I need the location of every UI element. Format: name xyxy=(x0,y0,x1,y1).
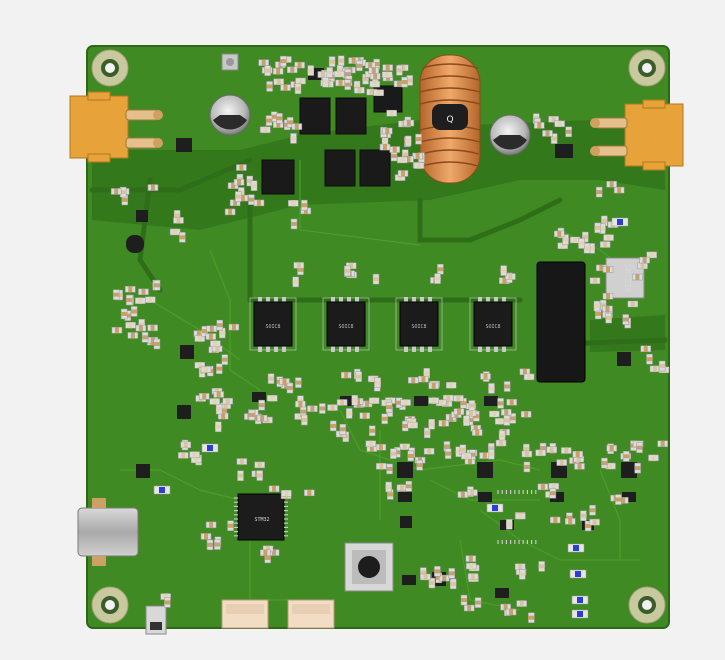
inductor-marking-text: SH 220 xyxy=(623,264,632,293)
mounting-hole-bottom-left xyxy=(91,586,129,624)
toroidal-inductor: Q xyxy=(419,54,481,184)
microcontroller: STM32 xyxy=(234,490,537,544)
gate-driver-ic-1: SOIC8 xyxy=(253,297,293,352)
mounting-holes xyxy=(91,49,666,624)
xt60-connector-right xyxy=(590,99,684,171)
led-3 xyxy=(567,543,585,553)
gate-driver-ic-2: SOIC8 xyxy=(326,297,366,352)
driver-ic-marking: SOIC8 xyxy=(338,324,353,330)
mounting-hole-bottom-right xyxy=(628,586,666,624)
led-4 xyxy=(569,569,587,579)
mounting-hole-top-left xyxy=(91,49,129,87)
svg-text:Q: Q xyxy=(446,115,453,125)
slide-switch xyxy=(145,605,167,635)
electrolytic-capacitor-right xyxy=(489,114,531,156)
mcu-marking-text: STM32 xyxy=(254,517,269,523)
usb-c-port xyxy=(77,498,139,566)
jst-connector-2 xyxy=(287,599,335,629)
ufl-connector xyxy=(221,53,239,71)
silkscreen xyxy=(249,297,517,351)
jst-connector-1 xyxy=(221,599,269,629)
led-2 xyxy=(153,485,171,495)
passive-components xyxy=(110,55,670,623)
driver-ic-marking: SOIC8 xyxy=(485,324,500,330)
led-1 xyxy=(201,443,219,453)
gate-driver-ic-4: SOIC8 xyxy=(473,297,513,352)
gate-driver-ics: SOIC8 SOIC8 SOIC8 SOIC8 xyxy=(253,297,513,352)
gate-driver-ic-3: SOIC8 xyxy=(399,297,439,352)
electrolytic-capacitor-left xyxy=(209,94,251,136)
power-switch-module xyxy=(536,261,586,383)
driver-ic-marking: SOIC8 xyxy=(411,324,426,330)
mounting-hole-top-right xyxy=(628,49,666,87)
xt60-connector-left xyxy=(69,91,163,163)
driver-ic-marking: SOIC8 xyxy=(265,324,280,330)
tactile-button xyxy=(344,542,394,592)
power-mosfets xyxy=(261,85,403,195)
led-8 xyxy=(611,217,629,227)
status-leds xyxy=(153,217,629,619)
led-6 xyxy=(571,609,589,619)
led-7 xyxy=(486,503,504,513)
led-5 xyxy=(571,595,589,605)
